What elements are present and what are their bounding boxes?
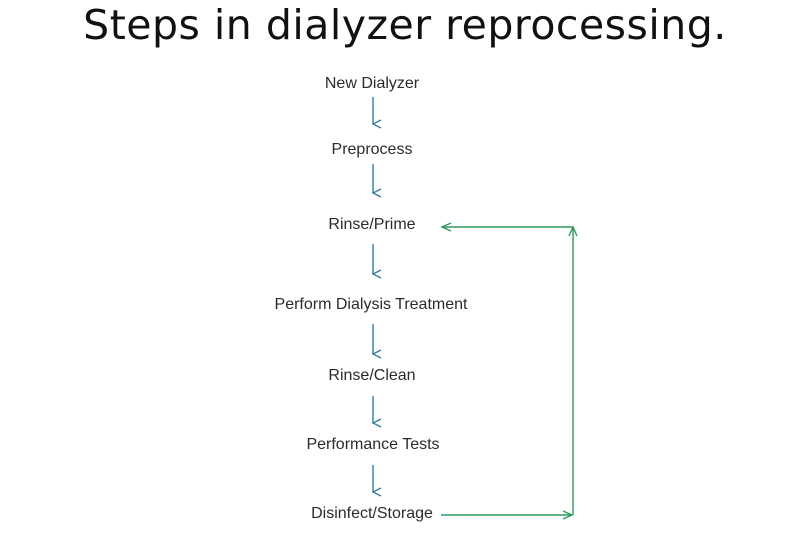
page-title: Steps in dialyzer reprocessing. [83, 1, 727, 49]
loop-return-arrowhead [440, 222, 452, 232]
reuse-loop [440, 222, 578, 520]
step-rinse-prime: Rinse/Prime [328, 216, 415, 233]
step-disinfect-storage: Disinfect/Storage [311, 505, 433, 522]
step-performance-tests: Performance Tests [306, 436, 439, 453]
step-new-dialyzer: New Dialyzer [325, 75, 420, 92]
step-preprocess: Preprocess [332, 141, 413, 158]
step-rinse-clean: Rinse/Clean [328, 367, 415, 384]
step-perform-dialysis-treatment: Perform Dialysis Treatment [275, 296, 468, 313]
loop-out-arrowhead [562, 510, 574, 520]
